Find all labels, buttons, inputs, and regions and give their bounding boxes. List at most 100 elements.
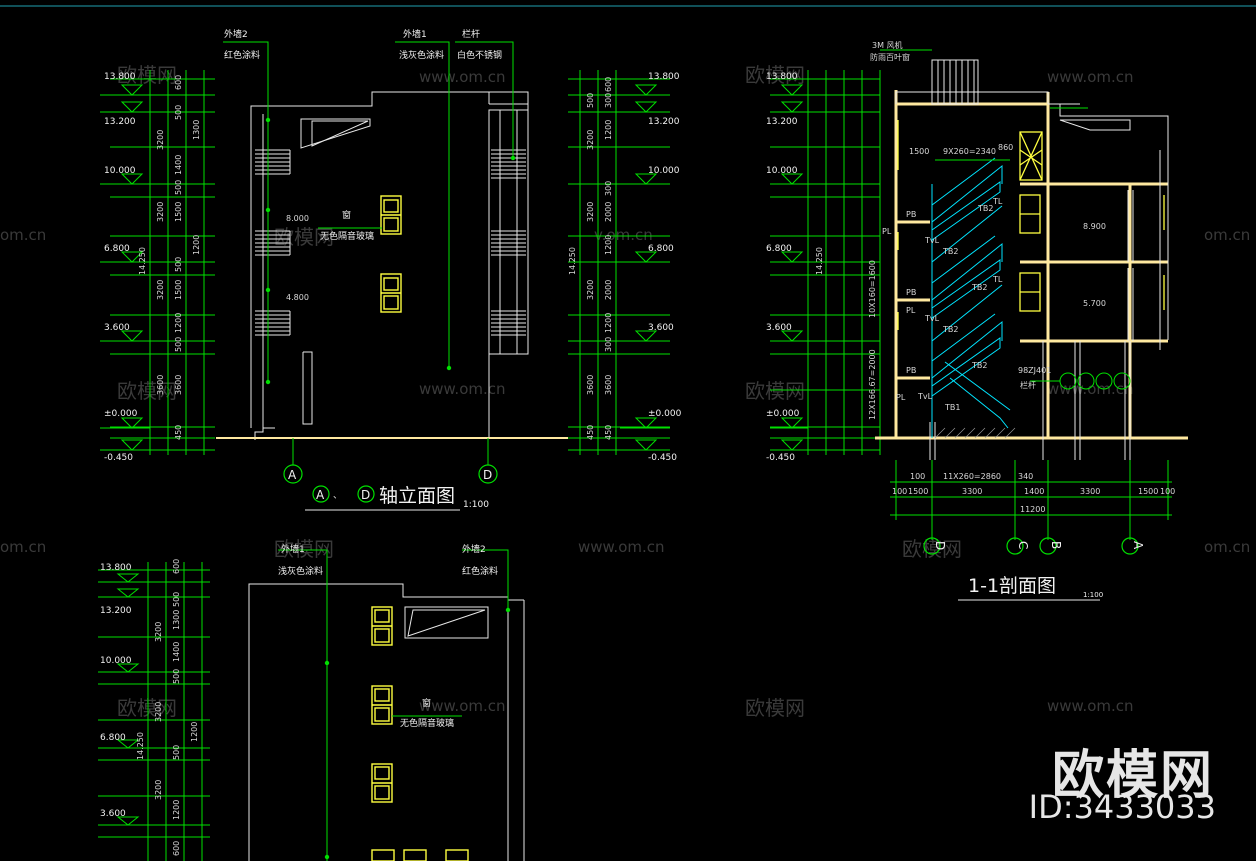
section-scale: 1:100 xyxy=(1083,591,1103,599)
section-bottom-dims-text: 100 11X260=2860 340 100 1500 3300 1400 3… xyxy=(892,472,1175,514)
title-axis-d: D xyxy=(361,488,370,502)
watermark-brand: 欧模网 xyxy=(745,696,805,720)
svg-text:1200: 1200 xyxy=(190,722,199,742)
level-label: 13.800 xyxy=(766,72,798,82)
section-1-1: 13.800 13.200 10.000 6.800 3.600 ±0.000 … xyxy=(766,40,1188,601)
title-axis-a: A xyxy=(316,488,325,502)
callout-leaders xyxy=(223,41,514,465)
drawing-title: 轴立面图 xyxy=(379,485,455,507)
svg-text:1500: 1500 xyxy=(174,202,183,222)
svg-text:3600: 3600 xyxy=(156,375,165,395)
svg-text:500: 500 xyxy=(172,745,181,760)
svg-text:500: 500 xyxy=(172,592,181,607)
callout-wall1: 外墙1 xyxy=(281,543,305,555)
level-label: 10.000 xyxy=(100,656,132,666)
svg-text:1500: 1500 xyxy=(174,280,183,300)
svg-text:PL: PL xyxy=(896,393,906,402)
svg-text:D: D xyxy=(933,541,947,550)
svg-text:2000: 2000 xyxy=(604,280,613,300)
watermarks: www.om.cn www.om.cn 欧模网 欧模网 om.cn v.om.c… xyxy=(0,63,1250,720)
callout-wall1: 外墙1 xyxy=(403,28,427,40)
building-outline xyxy=(250,91,529,440)
svg-text:500: 500 xyxy=(174,337,183,352)
svg-text:340: 340 xyxy=(1018,472,1033,481)
left-dimension-lines xyxy=(100,70,215,455)
level-label: 13.800 xyxy=(100,563,132,573)
svg-text:600: 600 xyxy=(174,75,183,90)
section-bottom-dims xyxy=(890,460,1172,540)
svg-text:450: 450 xyxy=(586,425,595,440)
svg-text:TB2: TB2 xyxy=(942,325,958,334)
brand-id: ID:3433033 xyxy=(1028,788,1216,826)
svg-text:98ZJ401: 98ZJ401 xyxy=(1018,366,1051,375)
svg-text:10X160=1600: 10X160=1600 xyxy=(868,260,877,318)
left-dims-text: 600 500 1300 1400 500 1500 1200 500 1500… xyxy=(138,75,201,440)
watermark-site: www.om.cn xyxy=(419,380,506,398)
level-label: 3.600 xyxy=(766,323,792,333)
section-title: 1-1剖面图 xyxy=(968,575,1056,597)
svg-text:5.700: 5.700 xyxy=(1083,299,1106,308)
callout-railing-material: 白色不锈钢 xyxy=(457,49,502,61)
callout-window-material: 无色隔音玻璃 xyxy=(400,717,454,729)
bottom-left-dims xyxy=(98,562,210,861)
callout-window: 窗 xyxy=(342,209,351,221)
brand-logo: 欧模网 xyxy=(1051,746,1214,806)
svg-text:1200: 1200 xyxy=(174,313,183,333)
section-outlines xyxy=(895,59,1169,460)
drawing-scale: 1:100 xyxy=(463,500,489,510)
section-labels: PB PB PB PL PL PL TL TL TB2 TB2 TB2 TB2 … xyxy=(870,40,1106,412)
svg-text:1500: 1500 xyxy=(909,147,929,156)
svg-text:3200: 3200 xyxy=(156,280,165,300)
watermark-site: om.cn xyxy=(0,538,46,556)
svg-text:3300: 3300 xyxy=(1080,487,1100,496)
svg-text:300: 300 xyxy=(604,93,613,108)
watermark-site: om.cn xyxy=(1204,538,1250,556)
bottom-leaders xyxy=(278,549,509,861)
svg-text:100: 100 xyxy=(1160,487,1175,496)
callout-wall1-material: 浅灰色涂料 xyxy=(399,49,444,61)
callout-wall2: 外墙2 xyxy=(224,28,248,40)
watermark-site: www.om.cn xyxy=(1047,380,1134,398)
svg-text:450: 450 xyxy=(604,425,613,440)
level-label: 10.000 xyxy=(766,166,798,176)
svg-text:B: B xyxy=(1049,541,1063,549)
svg-text:1400: 1400 xyxy=(1024,487,1044,496)
svg-text:A: A xyxy=(1131,541,1145,550)
watermark-site: v.om.cn xyxy=(594,226,653,244)
svg-text:12X166.67=2000: 12X166.67=2000 xyxy=(868,349,877,420)
level-label: 3.600 xyxy=(100,809,126,819)
svg-text:14.250: 14.250 xyxy=(568,247,577,275)
svg-text:1200: 1200 xyxy=(604,313,613,333)
svg-text:TL: TL xyxy=(992,197,1003,206)
svg-text:TvL: TvL xyxy=(917,392,933,401)
svg-text:3M 风机: 3M 风机 xyxy=(872,40,903,50)
svg-text:PL: PL xyxy=(882,227,892,236)
svg-text:1200: 1200 xyxy=(172,800,181,820)
level-label: 3.600 xyxy=(648,323,674,333)
svg-text:3300: 3300 xyxy=(962,487,982,496)
svg-text:3200: 3200 xyxy=(156,130,165,150)
svg-text:600: 600 xyxy=(172,559,181,574)
level-label: 13.200 xyxy=(648,117,680,127)
svg-text:1400: 1400 xyxy=(172,642,181,662)
level-label: 10.000 xyxy=(648,166,680,176)
axis-label-d: D xyxy=(483,468,492,482)
level-label: ±0.000 xyxy=(648,409,682,419)
svg-text:3600: 3600 xyxy=(174,375,183,395)
svg-text:3200: 3200 xyxy=(586,130,595,150)
right-dimension-lines xyxy=(568,70,670,455)
svg-text:1200: 1200 xyxy=(604,120,613,140)
level-label: ±0.000 xyxy=(104,409,138,419)
level-label: 13.200 xyxy=(100,606,132,616)
watermark-site: www.om.cn xyxy=(578,538,665,556)
svg-text:2000: 2000 xyxy=(604,202,613,222)
watermark-site: om.cn xyxy=(0,226,46,244)
svg-text:8.900: 8.900 xyxy=(1083,222,1106,231)
svg-text:3600: 3600 xyxy=(586,375,595,395)
svg-text:栏杆: 栏杆 xyxy=(1020,380,1036,390)
watermark-brand: 欧模网 xyxy=(117,696,177,720)
svg-text:500: 500 xyxy=(174,180,183,195)
svg-text:TB2: TB2 xyxy=(942,247,958,256)
level-label: 13.200 xyxy=(766,117,798,127)
svg-text:1200: 1200 xyxy=(192,235,201,255)
